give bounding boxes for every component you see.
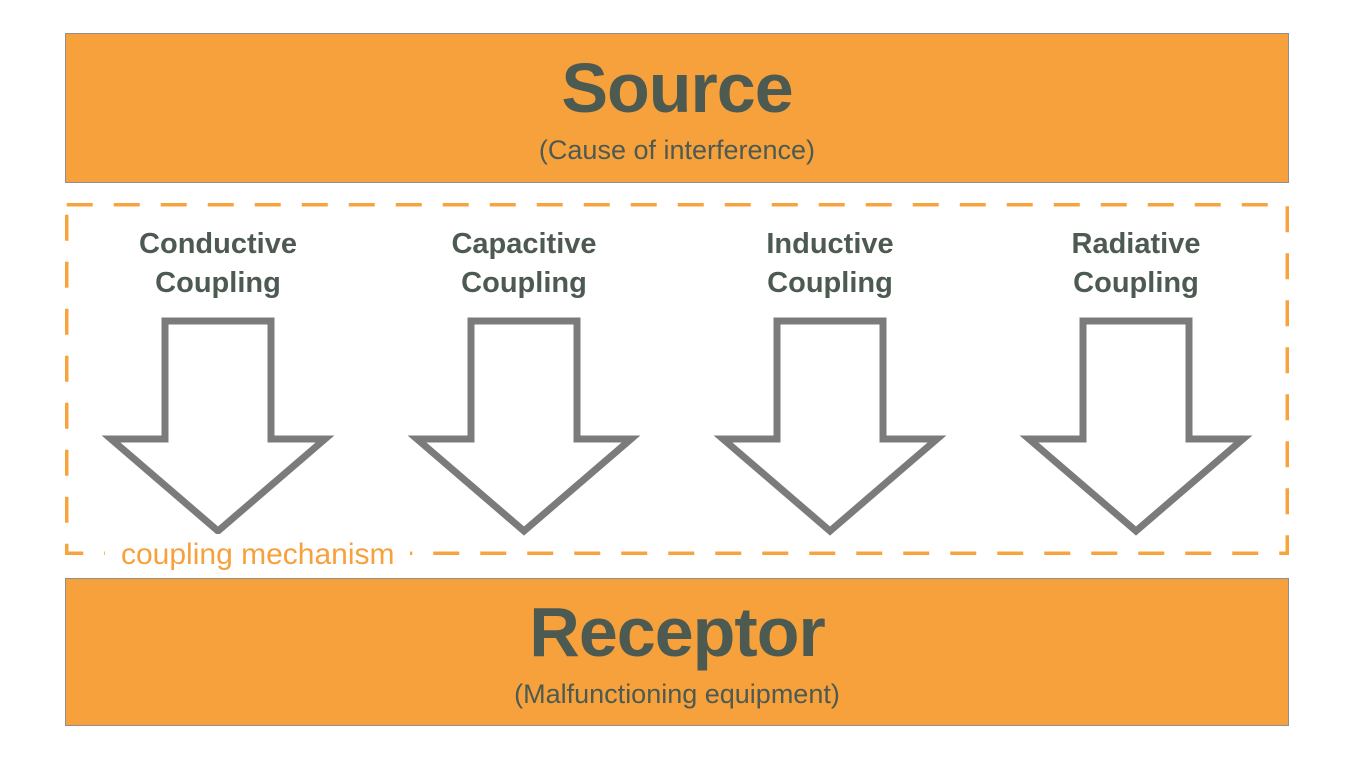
receptor-subtitle: (Malfunctioning equipment) [514,678,840,709]
coupling-column-inductive: Inductive Coupling [677,203,983,555]
down-arrow-icon [713,317,947,536]
coupling-column-label: Capacitive Coupling [451,228,597,300]
receptor-box: Receptor (Malfunctioning equipment) [65,578,1289,726]
dashed-border [65,203,1289,555]
coupling-column-label: Conductive Coupling [139,228,297,300]
coupling-mechanism-box: Conductive Coupling Capacitive Coupling … [65,203,1289,576]
coupling-column-label: Inductive Coupling [766,228,894,300]
coupling-column-capacitive: Capacitive Coupling [371,203,677,555]
source-title: Source [561,48,793,127]
source-box: Source (Cause of interference) [65,33,1289,183]
coupling-column-radiative: Radiative Coupling [983,203,1289,555]
coupling-mechanism-label: coupling mechanism [105,534,411,576]
receptor-title: Receptor [529,592,825,671]
coupling-column-label: Radiative Coupling [1071,228,1201,300]
coupling-columns: Conductive Coupling Capacitive Coupling … [65,203,1289,555]
down-arrow-icon [407,317,641,536]
down-arrow-icon [101,317,335,536]
coupling-column-conductive: Conductive Coupling [65,203,371,555]
source-subtitle: (Cause of interference) [538,134,816,165]
down-arrow-icon [1019,317,1253,536]
